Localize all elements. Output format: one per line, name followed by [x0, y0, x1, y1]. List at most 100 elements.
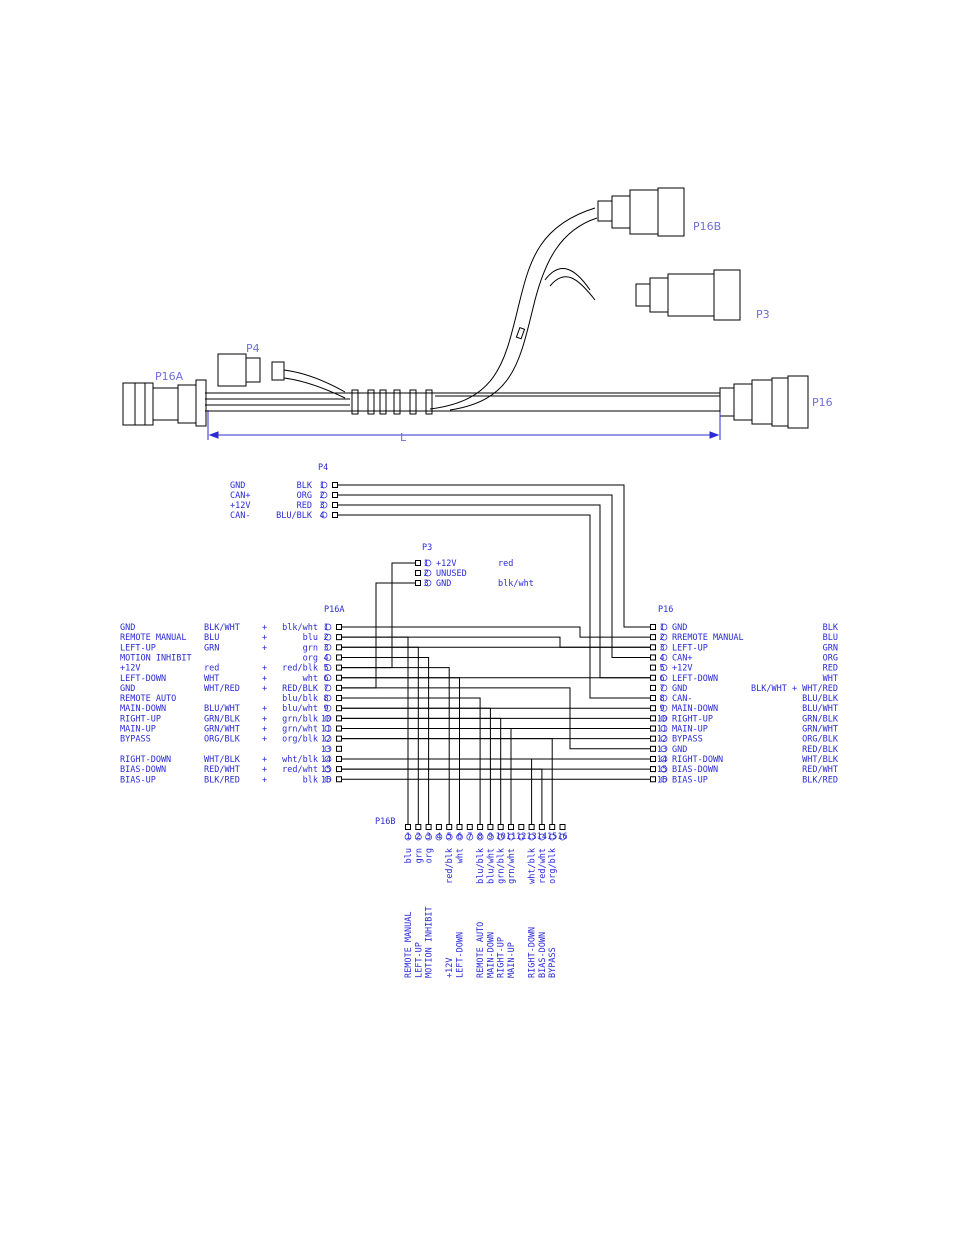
p16a-plus: +	[262, 755, 267, 765]
p3-connector	[635, 283, 651, 307]
p16-color: BLU/BLK	[802, 694, 839, 704]
p16a-plus: +	[262, 684, 267, 694]
wire-p16a-15-to-p16b-14	[342, 768, 543, 824]
p4-signal: GND	[230, 481, 245, 491]
p16-pin-circle	[660, 674, 668, 682]
p4-terminal	[332, 502, 338, 508]
p16a-pin-circle	[324, 765, 332, 773]
p16a-connector	[122, 382, 154, 426]
p16a-signal: MAIN-DOWN	[120, 704, 166, 714]
p16-pin-circle	[660, 684, 668, 692]
p16a-pin-num: 15	[321, 765, 331, 775]
p16a-pin-circle	[324, 684, 332, 692]
p16a-plus: +	[262, 664, 267, 674]
p16-terminal	[650, 644, 656, 651]
p16-pin-circle	[660, 694, 668, 702]
p16a-pin-num: 14	[321, 755, 331, 765]
p16b-terminal	[528, 824, 535, 830]
p16b-wire: org/blk	[548, 848, 558, 884]
p16a-wire: grn/blk	[282, 714, 318, 724]
cable-assembly-drawing	[122, 187, 809, 440]
p16-terminal	[650, 684, 656, 691]
p16-terminal	[650, 705, 656, 712]
p4-connector	[217, 353, 247, 387]
p16b-signal: REMOTE MANUAL	[404, 911, 414, 978]
p16b-pin-circle	[487, 833, 494, 841]
p16a-signal: LEFT-UP	[120, 643, 156, 653]
wire-p16a-2-to-p16b-1	[342, 636, 409, 824]
p16b-wire: blu/wht	[486, 848, 496, 884]
p3-terminal	[415, 570, 421, 576]
p3-signal: +12V	[436, 559, 456, 569]
p16b-wire: grn/blk	[497, 848, 507, 884]
wire-p16a-7-to-p16-13	[342, 687, 650, 750]
p16b-signal: MOTION INHIBIT	[425, 906, 435, 978]
p16b-pin-circle	[414, 833, 422, 841]
p16-signal: GND	[672, 684, 687, 694]
p16a-wire: org	[303, 653, 318, 663]
p16a-color: WHT/RED	[204, 684, 240, 694]
p16b-terminal	[549, 824, 556, 830]
p4-signal: CAN+	[230, 491, 250, 501]
p16b-signal: LEFT-DOWN	[456, 932, 466, 978]
p16-signal: BYPASS	[672, 735, 703, 745]
p16-signal: RIGHT-UP	[672, 714, 713, 724]
p16a-signal: LEFT-DOWN	[120, 674, 166, 684]
p3-pin-circle	[424, 559, 432, 567]
p16b-pin-num: 9	[488, 832, 493, 842]
p16b-terminal	[497, 824, 504, 830]
p16-terminal	[650, 776, 656, 783]
p16a-wire: red/blk	[282, 664, 318, 674]
p3-pin-circle	[424, 569, 432, 577]
p16b-pin-num: 14	[537, 832, 547, 842]
p16-terminal	[650, 755, 656, 762]
p16-pin-circle	[660, 633, 668, 641]
p4-color: BLK	[297, 481, 313, 491]
p16b-pin-num: 7	[467, 832, 472, 842]
p16a-color: WHT/BLK	[204, 755, 241, 765]
p16-color: GRN	[823, 643, 838, 653]
p16a-wire: blk/wht	[282, 623, 318, 633]
p16a-pin-circle	[324, 775, 332, 783]
p16b-terminal	[477, 824, 484, 830]
p3-color: red	[498, 559, 513, 569]
p16-terminal	[650, 745, 656, 752]
p16a-color: GRN/WHT	[204, 725, 240, 735]
p16b-pin-num: 5	[447, 832, 452, 842]
p16-terminal	[650, 654, 656, 661]
p16-pin-circle	[660, 775, 668, 783]
p16-terminal	[650, 674, 656, 681]
p16b-terminal	[538, 824, 545, 830]
p16b-pin-circle	[456, 833, 463, 841]
p16b-signal: +12V	[445, 958, 455, 978]
p16a-signal: BYPASS	[120, 735, 151, 745]
p16a-pin-circle	[324, 714, 332, 722]
p16a-color: red	[204, 664, 219, 674]
wire-p4-4-to-p16-8	[338, 514, 650, 699]
p3-pin-circle	[424, 579, 432, 587]
p16b-pin-num: 8	[478, 832, 483, 842]
p16-color: GRN/BLK	[802, 714, 839, 724]
p16a-plus: +	[262, 643, 267, 653]
p16-color: RED/BLK	[802, 745, 839, 755]
label-p16a: P16A	[155, 370, 184, 383]
p16b-terminal	[405, 824, 411, 830]
p16-pin-num: 7	[659, 684, 664, 694]
p16-color: RED/WHT	[802, 765, 838, 775]
p16-pin-num: 8	[659, 694, 664, 704]
p16a-pin-circle	[324, 623, 332, 631]
p16a-terminal	[336, 735, 342, 742]
p16a-color: BLU/WHT	[204, 704, 240, 714]
p16b-wire: grn	[414, 848, 424, 863]
p16a-terminal	[336, 654, 342, 661]
p16a-pin-num: 16	[321, 775, 331, 785]
p16-color: WHT	[823, 674, 838, 684]
wire-p16a-2-to-p16-3	[342, 636, 650, 648]
p16a-color: GRN	[204, 643, 219, 653]
p16-pin-num: 9	[659, 704, 664, 714]
p16a-terminal	[336, 725, 342, 732]
p16-signal: GND	[672, 623, 687, 633]
p16a-signal: BIAS-DOWN	[120, 765, 166, 775]
p16a-wire: RED/BLK	[282, 684, 319, 694]
p16-pin-circle	[660, 654, 668, 661]
